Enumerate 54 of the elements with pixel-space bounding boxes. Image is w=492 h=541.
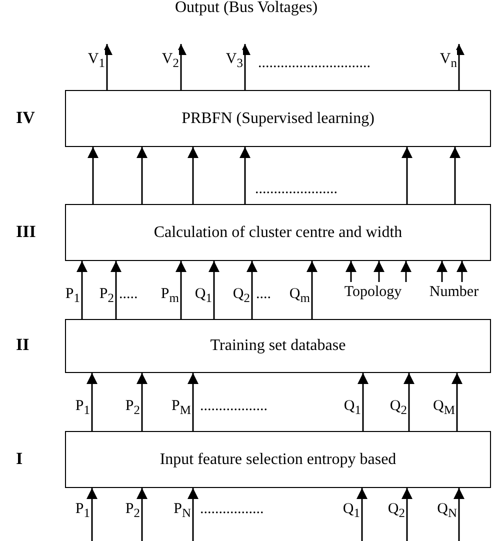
arrow <box>176 261 186 319</box>
arrow <box>450 147 460 204</box>
stage-numeral: I <box>16 448 23 468</box>
arrow <box>136 488 148 541</box>
arrow <box>240 147 250 204</box>
stage-numeral: II <box>16 335 30 355</box>
ellipsis-dots: .... <box>256 285 271 303</box>
arrow <box>346 261 356 282</box>
ellipsis-dots: ...................... <box>255 180 338 198</box>
ellipsis-dots: .............................. <box>258 54 370 72</box>
arrow <box>188 488 198 541</box>
arrow <box>356 488 368 541</box>
box-label: Calculation of cluster centre and width <box>154 224 402 242</box>
arrow <box>456 261 468 282</box>
process-box <box>65 204 491 261</box>
arrow <box>454 488 464 541</box>
arrow <box>246 261 258 319</box>
process-box <box>65 90 491 147</box>
arrow <box>452 373 462 431</box>
process-box <box>65 431 491 488</box>
box-label: Input feature selection entropy based <box>160 450 396 468</box>
arrow <box>110 261 122 319</box>
arrow <box>240 44 250 90</box>
ellipsis-dots: ..... <box>119 285 138 303</box>
arrow <box>136 147 148 204</box>
arrow <box>404 373 414 431</box>
arrow <box>358 373 368 431</box>
stage-numeral: IV <box>16 108 35 128</box>
arrow <box>86 373 98 431</box>
output-heading: Output (Bus Voltages) <box>175 0 318 17</box>
arrow <box>400 261 412 282</box>
arrow <box>88 147 98 204</box>
arrow <box>374 261 384 282</box>
arrow <box>188 373 198 431</box>
arrow <box>454 44 464 90</box>
input-label: Number <box>429 284 479 300</box>
ellipsis-dots: .................. <box>200 397 268 415</box>
stage-numeral: III <box>16 222 36 242</box>
arrow <box>402 488 412 541</box>
ellipsis-dots: ................. <box>200 500 264 518</box>
input-label: Topology <box>344 284 402 300</box>
arrow <box>102 44 112 90</box>
arrow <box>208 261 220 319</box>
arrow <box>188 147 198 204</box>
arrow <box>136 373 148 431</box>
arrow <box>176 44 186 90</box>
arrow <box>76 261 88 319</box>
box-label: Training set database <box>210 337 346 355</box>
arrow <box>436 261 448 282</box>
process-box <box>65 319 491 373</box>
arrow <box>402 147 412 204</box>
box-label: PRBFN (Supervised learning) <box>182 110 374 128</box>
arrow <box>306 261 318 319</box>
arrow <box>86 488 98 541</box>
